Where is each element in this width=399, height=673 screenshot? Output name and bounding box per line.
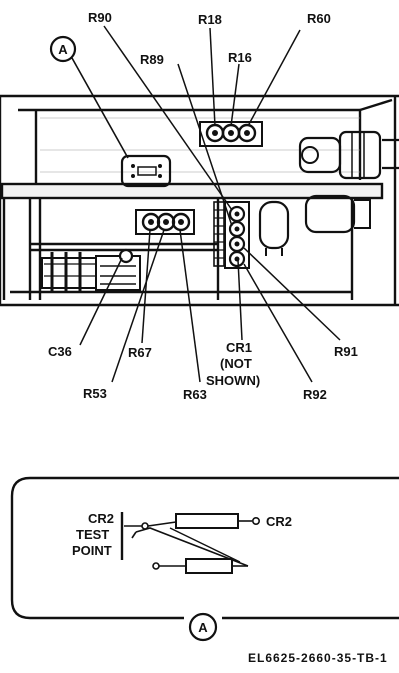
detail-cr2-label: CR2 bbox=[266, 514, 292, 529]
label-cr1-line1: CR1 bbox=[226, 340, 252, 355]
figure-code: EL6625-2660-35-TB-1 bbox=[248, 651, 388, 665]
leader-lines bbox=[79, 25, 341, 383]
callout-a-marker: A bbox=[49, 35, 129, 159]
detail-callout-label: A bbox=[198, 620, 208, 635]
trimmer-block-lower bbox=[135, 209, 195, 235]
label-c36: C36 bbox=[48, 344, 72, 359]
callout-a-label: A bbox=[58, 42, 68, 57]
label-r67: R67 bbox=[128, 345, 152, 360]
label-r89: R89 bbox=[140, 52, 164, 67]
label-r90: R90 bbox=[88, 10, 112, 25]
component-labels: R90 R18 R60 R89 R16 C36 R67 CR1 (NOT SHO… bbox=[48, 10, 358, 402]
label-r53: R53 bbox=[83, 386, 107, 401]
detail-a-block bbox=[120, 154, 172, 188]
test-point-line3: POINT bbox=[72, 543, 112, 558]
label-r92: R92 bbox=[303, 387, 327, 402]
label-r16: R16 bbox=[228, 50, 252, 65]
test-point-line2: TEST bbox=[76, 527, 109, 542]
label-cr1-line3: SHOWN) bbox=[206, 373, 260, 388]
label-r91: R91 bbox=[334, 344, 358, 359]
test-point-line1: CR2 bbox=[88, 511, 114, 526]
potentiometer bbox=[298, 130, 399, 180]
label-r60: R60 bbox=[307, 11, 331, 26]
detail-a-inset: CR2 TEST POINT CR2 A bbox=[10, 476, 399, 642]
label-r63: R63 bbox=[183, 387, 207, 402]
terminal-strip bbox=[213, 201, 250, 269]
label-r18: R18 bbox=[198, 12, 222, 27]
detail-callout-circle bbox=[188, 612, 218, 642]
label-cr1-line2: (NOT bbox=[220, 356, 252, 371]
switch-assembly bbox=[41, 248, 141, 292]
cylindrical-component bbox=[258, 194, 371, 256]
